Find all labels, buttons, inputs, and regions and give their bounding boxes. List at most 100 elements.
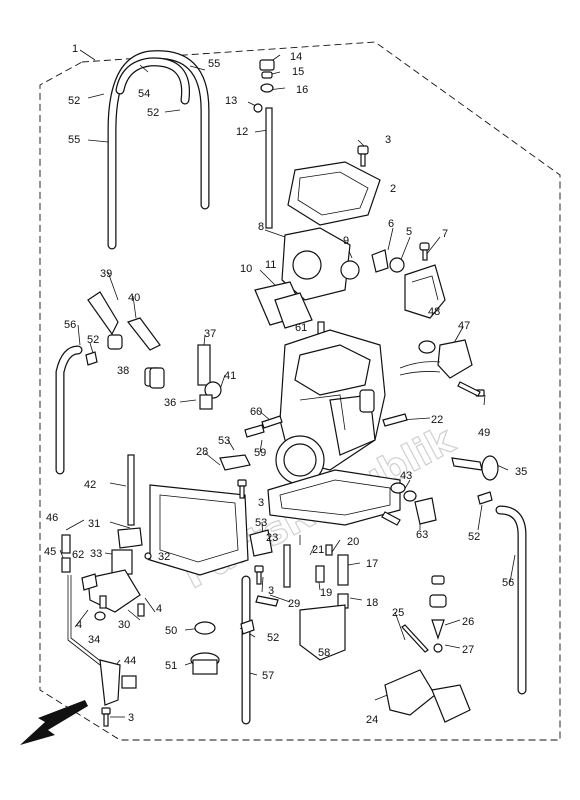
callout-56b: 56 [502,577,514,589]
screw-3-bowl [237,479,247,499]
assembly-boundary [39,41,561,741]
callout-55b: 55 [68,134,80,146]
fitting-39 [87,291,123,350]
callout-52a: 52 [68,95,80,107]
callout-46: 46 [46,512,58,524]
callout-53a: 53 [218,435,230,447]
callout-26: 26 [462,616,474,628]
callout-11: 11 [265,259,276,271]
bracket-53 [249,529,273,557]
callout-40: 40 [128,292,140,304]
cover-plate-upper [404,264,446,319]
callout-29: 29 [288,598,300,610]
plug-51 [190,652,220,675]
screw-3-bottom [101,707,111,727]
callout-24: 24 [366,714,378,726]
callout-27: 27 [462,644,474,656]
callout-41: 41 [224,370,236,382]
callout-54: 54 [138,88,150,100]
cap-9 [340,260,360,280]
callout-34: 34 [88,634,100,646]
gasket-28 [219,454,251,471]
throttle-rod [265,107,273,229]
plate-11 [274,292,313,329]
callout-3d: 3 [128,712,134,724]
callout-19: 19 [320,587,332,599]
callout-14: 14 [290,51,302,63]
washer-13 [253,103,263,113]
callout-50: 50 [165,625,177,637]
pin-25 [401,624,429,653]
screw-7 [419,242,430,261]
callout-39: 39 [100,268,112,280]
jet-21 [325,544,333,556]
shaft-42 [127,454,135,526]
callout-28: 28 [196,446,208,458]
front-direction-arrow-icon [20,700,88,745]
fitting-63 [414,497,437,525]
oring-50 [194,621,216,635]
callout-7: 7 [442,228,448,240]
screw-36 [199,394,213,410]
washer-34 [94,611,106,621]
callout-55a: 55 [208,58,220,70]
callout-15: 15 [292,66,304,78]
jet-38 [149,367,165,389]
callout-4b: 4 [156,603,162,615]
screw-49 [457,381,485,397]
callout-20: 20 [347,536,359,548]
clip-62 [81,573,98,591]
clip-52-right [477,491,493,505]
bracket-44 [67,575,137,706]
oring-43a [390,482,406,494]
top-cover [287,161,381,226]
callout-32: 32 [158,551,170,563]
screw-3-side [254,565,264,585]
callout-37: 37 [204,328,216,340]
screw-59 [244,424,265,438]
callout-3b: 3 [258,497,264,509]
screw-4b [137,603,145,617]
jet-19 [315,565,325,583]
callout-38: 38 [117,365,129,377]
callout-23: 23 [266,532,278,544]
callout-63: 63 [416,529,428,541]
callout-45: 45 [44,546,56,558]
valve-26 [429,575,447,640]
callout-35: 35 [515,466,527,478]
callout-22: 22 [431,414,443,426]
throttle-sensor-47 [399,339,473,379]
callout-58: 58 [318,647,330,659]
adjuster-screw-stack [259,59,275,93]
choke-plunger-35 [451,455,499,481]
overflow-hose-right [495,505,527,695]
callout-25: 25 [392,607,404,619]
washer-5 [389,257,405,273]
jet-17 [337,554,349,586]
callout-52c: 52 [87,334,99,346]
cap-41 [204,381,222,399]
cap-body-8 [281,227,351,301]
callout-51: 51 [165,660,177,672]
clip-27 [433,643,443,653]
screw-22 [382,413,408,427]
callout-10: 10 [240,263,252,275]
callout-3c: 3 [268,585,274,597]
callout-60: 60 [250,406,262,418]
overflow-hose-left [55,345,83,475]
screw-60 [261,415,283,429]
callout-17: 17 [366,558,378,570]
callout-52d: 52 [468,531,480,543]
spring-46 [61,534,71,554]
callout-36: 36 [164,397,176,409]
callout-52b: 52 [147,107,159,119]
clip-52-left [85,351,98,366]
callout-5: 5 [406,226,412,238]
callout-2: 2 [390,183,396,195]
callout-49: 49 [478,427,490,439]
callout-labels: 1 2 3 5 6 7 8 9 10 11 12 13 14 15 16 17 … [44,43,527,726]
screw-4a [99,595,107,609]
callout-4a: 4 [76,619,82,631]
callout-16: 16 [296,84,308,96]
callout-21: 21 [312,544,324,556]
